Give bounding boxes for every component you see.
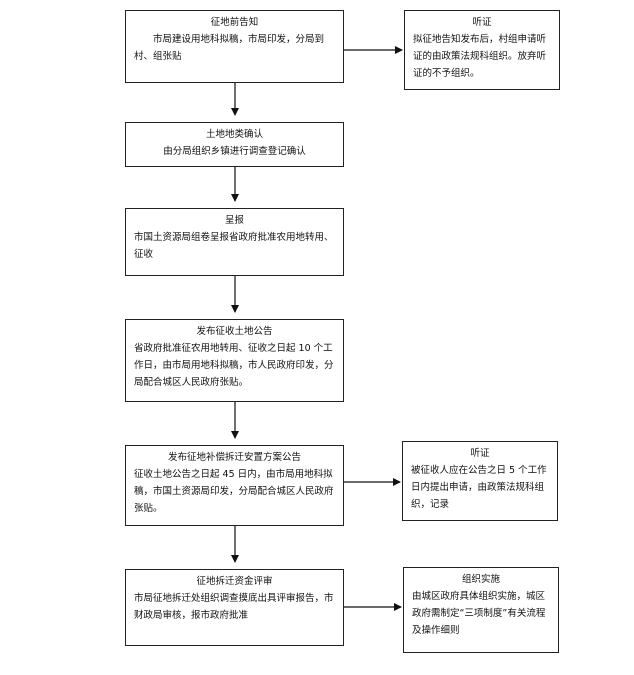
box-confirm-text: 由分局组织乡镇进行调查登记确认 xyxy=(163,146,306,157)
box-notice: 征地前告知 市局建设用地科拟稿，市局印发，分局到村、组张贴 xyxy=(125,10,344,83)
box-compensation-title: 发布征地补偿拆迁安置方案公告 xyxy=(167,452,301,463)
box-announce: 发布征收土地公告 省政府批准征农用地转用、征收之日起 10 个工作日，由市局用地… xyxy=(125,319,344,402)
box-hearing-1-title: 听证 xyxy=(472,17,492,28)
box-hearing-1: 听证 拟征地告知发布后，村组申请听证的由政策法规科组织。放弃听证的不予组织。 xyxy=(404,10,560,90)
box-hearing-1-text: 拟征地告知发布后，村组申请听证的由政策法规科组织。放弃听证的不予组织。 xyxy=(413,34,547,79)
box-notice-text: 市局建设用地科拟稿，市局印发，分局到村、组张贴 xyxy=(134,34,325,62)
box-implement-text: 由城区政府具体组织实施，城区政府需制定“三项制度”有关流程及操作细则 xyxy=(412,591,546,636)
box-implement-title: 组织实施 xyxy=(461,574,500,585)
box-review-title: 征地拆迁资金评审 xyxy=(196,576,273,587)
box-hearing-2-title: 听证 xyxy=(470,448,490,459)
box-compensation-text: 征收土地公告之日起 45 日内，由市局用地科拟稿，市国土资源局印发，分局配合城区… xyxy=(134,469,334,514)
box-notice-title: 征地前告知 xyxy=(210,17,259,28)
box-confirm: 土地地类确认 由分局组织乡镇进行调查登记确认 xyxy=(125,122,344,167)
box-hearing-2: 听证 被征收人应在公告之日 5 个工作日内提出申请，由政策法规科组织，记录 xyxy=(402,441,558,521)
box-confirm-title: 土地地类确认 xyxy=(205,129,263,140)
box-review: 征地拆迁资金评审 市局征地拆迁处组织调查摸底出具评审报告，市财政局审核，报市政府… xyxy=(125,569,344,646)
box-report-text: 市国土资源局组卷呈报省政府批准农用地转用、征收 xyxy=(134,232,334,260)
box-announce-title: 发布征收土地公告 xyxy=(196,326,273,337)
box-report: 呈报 市国土资源局组卷呈报省政府批准农用地转用、征收 xyxy=(125,208,344,276)
box-hearing-2-text: 被征收人应在公告之日 5 个工作日内提出申请，由政策法规科组织，记录 xyxy=(411,465,547,510)
box-report-title: 呈报 xyxy=(224,215,244,226)
box-review-text: 市局征地拆迁处组织调查摸底出具评审报告，市财政局审核，报市政府批准 xyxy=(134,593,334,621)
box-compensation: 发布征地补偿拆迁安置方案公告 征收土地公告之日起 45 日内，由市局用地科拟稿，… xyxy=(125,445,344,526)
box-announce-text: 省政府批准征农用地转用、征收之日起 10 个工作日，由市局用地科拟稿，市人民政府… xyxy=(134,343,334,388)
box-implement: 组织实施 由城区政府具体组织实施，城区政府需制定“三项制度”有关流程及操作细则 xyxy=(403,567,559,653)
